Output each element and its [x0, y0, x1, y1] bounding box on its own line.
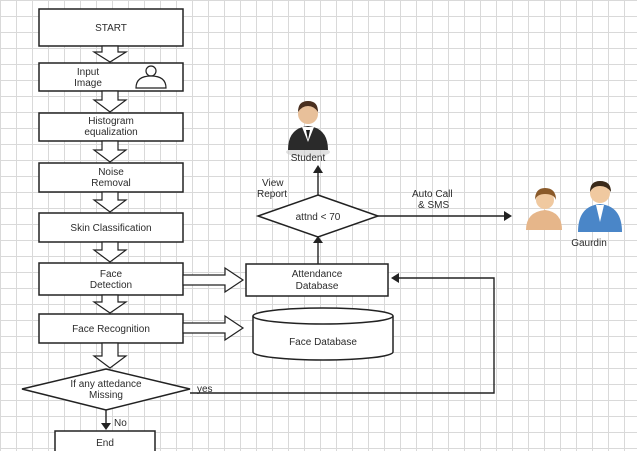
flow-arrows: [91, 45, 245, 369]
start-step: START: [38, 8, 184, 47]
attendance-db-label-line2: Database: [296, 281, 339, 292]
no-label: No: [114, 418, 127, 429]
arrow-input-to-histogram: [92, 90, 128, 113]
view-report-label-line1: View: [262, 178, 284, 189]
no-branch: No: [101, 410, 127, 430]
yes-feedback-loop: yes: [190, 273, 495, 395]
face-db-label: Face Database: [289, 337, 357, 348]
view-report-label-line2: Report: [257, 189, 287, 200]
student-label: Student: [291, 153, 326, 164]
arrow-recognition-to-decision: [92, 342, 128, 369]
arrow-noise-to-skin: [92, 191, 128, 213]
histogram-label-line1: Histogram: [88, 116, 134, 127]
end-step: End: [54, 430, 156, 451]
arrow-skin-to-detection: [92, 241, 128, 263]
face-recognition-label: Face Recognition: [72, 324, 150, 335]
face-detection-step: Face Detection: [38, 262, 184, 296]
noise-removal-step: Noise Removal: [38, 162, 184, 193]
input-image-label-line2: Image: [74, 78, 102, 89]
decision-to-student-connector: View Report: [257, 165, 323, 200]
histogram-step: Histogram equalization: [38, 112, 184, 142]
input-image-label-line1: Input: [77, 67, 99, 78]
face-database: Face Database: [252, 307, 394, 361]
arrow-histogram-to-noise: [92, 140, 128, 163]
decision-label-line2: Missing: [89, 390, 123, 401]
skin-classification-step: Skin Classification: [38, 212, 184, 243]
guardian-icon: [526, 181, 622, 232]
attnd-decision: attnd < 70: [255, 194, 381, 238]
arrow-detection-to-attendance-db: [182, 266, 245, 294]
auto-call-label-line2: & SMS: [418, 200, 449, 211]
attendance-db-label-line1: Attendance: [292, 269, 343, 280]
noise-label-line2: Removal: [91, 178, 130, 189]
face-detection-label-line2: Detection: [90, 280, 132, 291]
input-image-step: Input Image: [38, 62, 184, 92]
start-label: START: [95, 23, 127, 34]
end-label: End: [96, 438, 114, 449]
histogram-label-line2: equalization: [84, 127, 137, 138]
attendance-database: Attendance Database: [245, 263, 389, 297]
person-icon: [135, 65, 167, 89]
arrow-start-to-input: [91, 45, 129, 63]
decision-label-line1: If any attedance: [70, 379, 142, 390]
auto-call-label-line1: Auto Call: [412, 189, 453, 200]
db-to-decision-connector: [313, 236, 323, 264]
face-detection-label-line1: Face: [100, 269, 123, 280]
yes-label: yes: [197, 384, 213, 395]
noise-label-line1: Noise: [98, 167, 124, 178]
face-recognition-step: Face Recognition: [38, 313, 184, 344]
attnd-decision-label: attnd < 70: [296, 212, 341, 223]
decision-to-guardian-connector: Auto Call & SMS: [378, 189, 512, 221]
skin-label: Skin Classification: [70, 223, 151, 234]
arrow-detection-to-recognition: [92, 294, 128, 314]
student-icon: [286, 101, 330, 157]
attendance-missing-decision: If any attedance Missing: [21, 368, 191, 411]
guardian-label: Gaurdin: [571, 238, 607, 249]
arrow-recognition-to-face-db: [182, 314, 245, 342]
